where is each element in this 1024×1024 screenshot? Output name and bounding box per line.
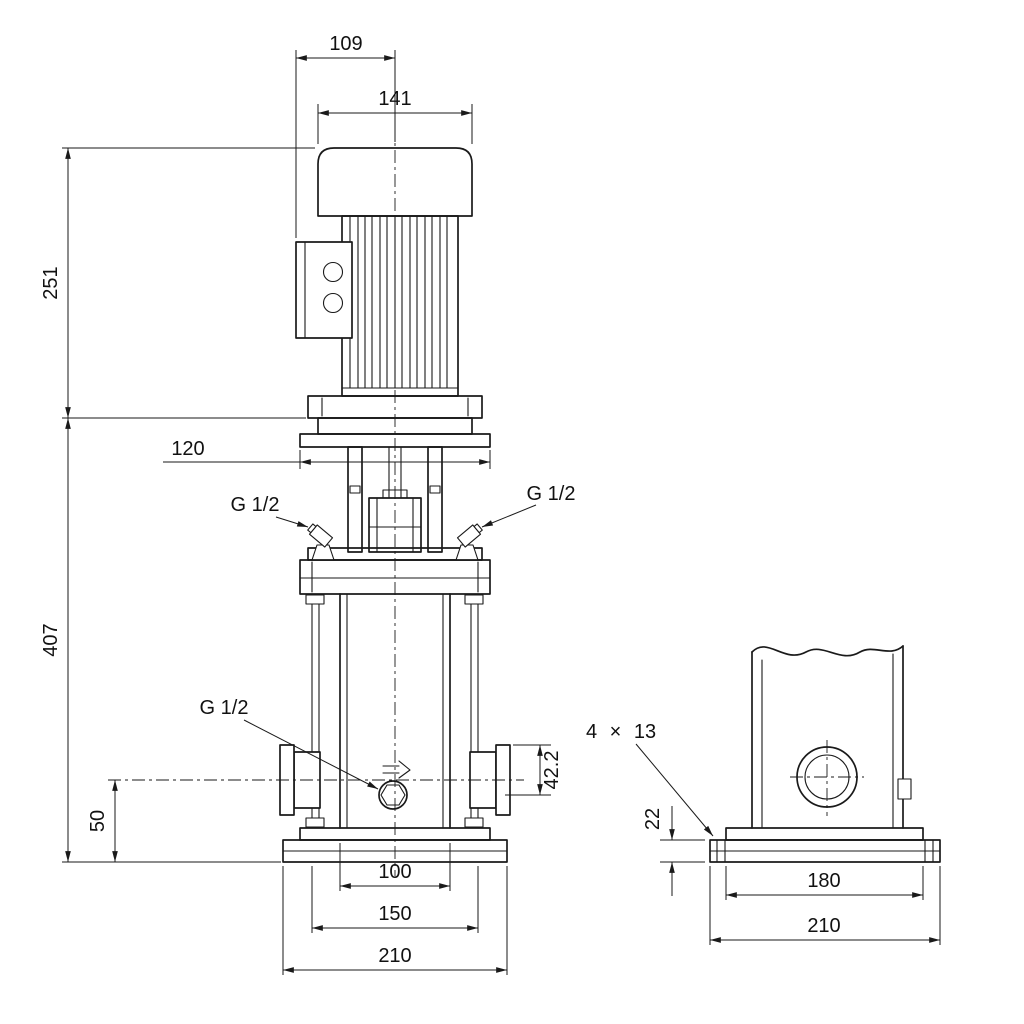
flow-direction-arrow	[382, 760, 411, 779]
dim-210-side: 210	[709, 866, 941, 945]
drain-plug-circle	[378, 780, 408, 810]
dim-407-label: 407	[40, 623, 62, 656]
dim-180-label: 180	[807, 870, 840, 892]
dim-150: 150	[311, 866, 479, 933]
dim-120: 120	[163, 438, 491, 469]
dim-251-label: 251	[40, 266, 62, 299]
side-body	[751, 645, 912, 829]
vent-plug-right	[456, 523, 483, 548]
g-half-right-label: G 1/2	[527, 483, 576, 505]
side-plug	[897, 778, 912, 800]
fan-cover	[317, 147, 473, 217]
dim-109-label: 109	[329, 33, 362, 55]
dim-42-2-label: 42.2	[541, 751, 563, 790]
cable-gland-bottom	[322, 292, 344, 314]
vent-plug-left	[307, 523, 334, 548]
g-half-left-label: G 1/2	[231, 494, 280, 516]
staybolts	[311, 593, 479, 829]
side-inner-walls	[761, 653, 894, 829]
sleeve-outer	[339, 593, 451, 829]
dim-50: 50	[87, 780, 118, 862]
motor-body	[341, 215, 459, 397]
dim-22: 22	[642, 806, 705, 896]
dim-42-2: 42.2	[505, 744, 563, 796]
dim-120-label: 120	[171, 438, 204, 460]
dim-150-label: 150	[378, 903, 411, 925]
label-g-half-drain: G 1/2	[200, 697, 379, 790]
side-base-block	[725, 827, 924, 841]
dim-100-label: 100	[378, 861, 411, 883]
dim-141: 141	[317, 88, 473, 144]
guard-screw-left	[349, 485, 361, 494]
pump-cylinder	[305, 593, 484, 829]
staybolt-nut	[305, 817, 325, 828]
front-view: 109 141 251 120 407 50 42.2	[40, 33, 575, 975]
staybolt-nut	[305, 594, 325, 605]
side-base	[709, 827, 941, 863]
sleeve-inner	[346, 593, 444, 829]
dim-4x13-label: 4 × 13	[586, 721, 656, 743]
base-slots	[716, 839, 934, 863]
dim-100: 100	[339, 843, 451, 891]
dim-180: 180	[725, 866, 924, 900]
break-line	[751, 645, 904, 657]
label-g-half-left: G 1/2	[231, 494, 309, 528]
motor	[295, 147, 491, 448]
label-g-half-right: G 1/2	[481, 483, 576, 528]
coupling-section	[347, 446, 443, 553]
coupling-guard-left	[347, 446, 363, 553]
guard-screw-right	[429, 485, 441, 494]
terminal-box	[295, 241, 353, 339]
dim-50-label: 50	[87, 810, 109, 832]
dim-22-label: 22	[642, 808, 664, 830]
drain-plug-hex	[380, 784, 406, 806]
dim-141-label: 141	[378, 88, 411, 110]
dim-407: 407	[40, 418, 281, 863]
g-half-drain-label: G 1/2	[200, 697, 249, 719]
staybolt-nut	[464, 817, 484, 828]
motor-fins	[341, 215, 459, 389]
cable-gland-top	[322, 261, 344, 283]
dim-4x13: 4 × 13	[586, 721, 714, 837]
dim-210-side-label: 210	[807, 915, 840, 937]
side-walls	[751, 645, 904, 829]
motor-flange-bolts	[321, 397, 469, 417]
coupling-guard-right	[427, 446, 443, 553]
dim-210-front: 210	[282, 866, 508, 975]
dim-251: 251	[40, 147, 315, 419]
staybolt-nut	[464, 594, 484, 605]
dim-210-front-label: 210	[378, 945, 411, 967]
dim-109: 109	[295, 33, 396, 238]
side-port-centerlines	[790, 740, 864, 816]
side-view: 4 × 13 22 180 210	[586, 645, 941, 945]
drain-plug	[378, 760, 411, 810]
